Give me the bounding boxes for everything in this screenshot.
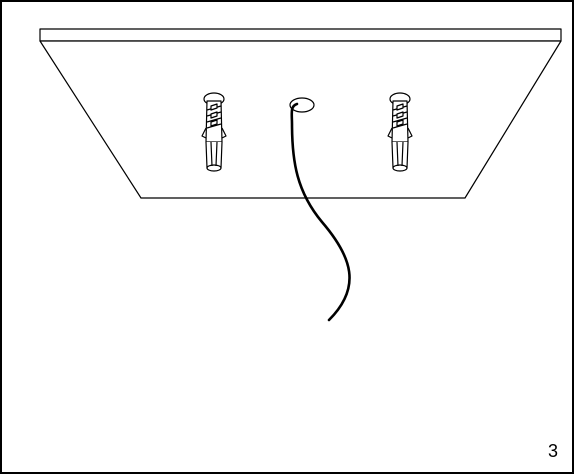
ceiling-panel	[39, 28, 562, 199]
wall-plug-right	[387, 92, 413, 172]
cable-hole	[289, 97, 315, 113]
page-number: 3	[547, 441, 558, 461]
power-cable	[290, 102, 351, 322]
wall-plug-left	[201, 92, 227, 172]
